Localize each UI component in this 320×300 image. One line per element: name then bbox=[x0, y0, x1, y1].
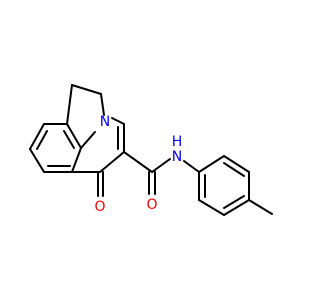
ring-nitrogen-label: N bbox=[100, 114, 110, 130]
bond-camide-n bbox=[151, 158, 171, 173]
bond-c8-c7 bbox=[29, 148, 45, 173]
molecule-diagram: N H N O O bbox=[29, 84, 273, 216]
ketone-oxygen-label: O bbox=[94, 199, 105, 215]
bond-ar2-ar3 bbox=[223, 155, 250, 173]
bond-ar1-ar2 bbox=[198, 155, 225, 173]
bond-n-c4 bbox=[111, 117, 125, 125]
bond-ar2-ar3-inner bbox=[223, 162, 245, 177]
bond-ar5-ar6 bbox=[198, 199, 225, 216]
structure-svg: N H N O O bbox=[29, 84, 273, 216]
bond-n-c9a bbox=[80, 131, 96, 149]
bond-c9-c8-inner bbox=[36, 130, 48, 150]
bond-ch2-ch2 bbox=[71, 84, 102, 95]
amide-hydrogen-label: H bbox=[172, 134, 183, 150]
atom-labels: N H N O O bbox=[94, 114, 182, 215]
bond-c5-camide bbox=[123, 151, 153, 173]
bond-c9a-c9b-inner bbox=[63, 130, 75, 149]
bond-ch2-n bbox=[100, 93, 105, 116]
bond-n-aryl bbox=[183, 160, 200, 173]
bond-c9a-c9b bbox=[66, 123, 82, 149]
bond-ar4-methyl bbox=[248, 199, 273, 215]
bond-ch2-c9b bbox=[66, 84, 73, 125]
bond-c9-c8 bbox=[29, 123, 45, 150]
amide-oxygen-label: O bbox=[146, 197, 157, 213]
bonds bbox=[29, 84, 273, 216]
bond-c6a-c9a bbox=[71, 147, 82, 173]
bond-c5-c6 bbox=[99, 151, 125, 173]
bond-ar4-ar5 bbox=[223, 199, 250, 216]
amide-nitrogen-label: N bbox=[172, 149, 182, 165]
bond-ar4-ar5-inner bbox=[223, 195, 245, 209]
